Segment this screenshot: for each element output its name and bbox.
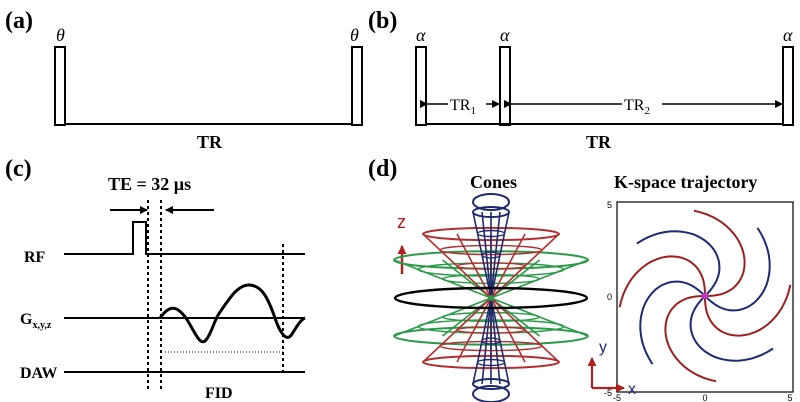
- tick-y-top: 5: [607, 200, 612, 210]
- tr2-label: TR2: [624, 97, 650, 117]
- panel-b: (b) α α α TR1 TR2 TR: [368, 8, 794, 152]
- panel-c-label: (c): [5, 156, 32, 182]
- panel-d: (d) Cones K-space trajectory z 5 0 -5 -5…: [368, 156, 794, 402]
- cone-line-green-upper-1: [442, 259, 492, 299]
- rf-pulse-b3: [782, 46, 794, 126]
- panel-a: (a) θ θ TR: [5, 8, 363, 152]
- cones-title: Cones: [470, 172, 517, 192]
- gradient-waveform: [158, 283, 306, 344]
- kspace-center-point: [702, 293, 708, 299]
- tr2-label-bg: [622, 95, 662, 115]
- cone-ring-navy-lower-1: [476, 358, 506, 367]
- x-axis-label: x: [628, 381, 636, 398]
- tick-y-mid: 0: [607, 292, 612, 302]
- cone-line-navy-upper-1: [481, 211, 492, 299]
- te-label: TE = 32 µs: [108, 174, 191, 194]
- rf-pulse-right: [351, 46, 363, 126]
- tick-y-bottom: -5: [604, 388, 612, 398]
- cone-line-navy-lower-3: [490, 297, 501, 385]
- kspace-spiral-arm-6: [704, 284, 792, 337]
- cone-ring-navy-upper-0: [481, 251, 501, 259]
- cone-cap-top: [472, 193, 510, 211]
- cone-line-green-lower-1: [442, 297, 492, 337]
- tr1-label-bg: [448, 95, 486, 115]
- tr-label-b: TR: [586, 132, 612, 152]
- kspace-title: K-space trajectory: [614, 172, 757, 192]
- tr-label-a: TR: [197, 132, 223, 152]
- theta-left-label: θ: [56, 25, 65, 45]
- panel-a-label: (a): [5, 8, 33, 34]
- cone-line-navy-upper-3: [490, 211, 501, 299]
- tick-x-mid: 0: [702, 393, 707, 402]
- kspace-spirals: [618, 209, 792, 383]
- kspace-spiral-arm-3: [639, 280, 706, 365]
- rf-pulse-b1: [415, 46, 427, 126]
- cone-ring-navy-lower-0: [481, 337, 501, 345]
- kspace-spiral-arm-1: [636, 230, 721, 297]
- tick-x-right: 5: [787, 393, 792, 402]
- cone-line-green-upper-3: [490, 259, 540, 299]
- cones-drawing: [393, 193, 589, 402]
- rf-label: RF: [24, 249, 46, 266]
- gradient-label: Gx,y,z: [20, 311, 52, 331]
- rf-waveform: [64, 221, 305, 255]
- alpha-2-label: α: [500, 25, 510, 45]
- alpha-1-label: α: [416, 25, 426, 45]
- panel-b-label: (b): [368, 8, 397, 34]
- cone-center-point: [488, 295, 494, 301]
- daw-label: DAW: [20, 365, 57, 382]
- rf-pulse-b2: [499, 46, 511, 126]
- tick-x-left: -5: [613, 393, 621, 402]
- kspace-spiral-arm-5: [689, 295, 774, 362]
- fid-label: FID: [205, 385, 233, 402]
- cone-equator-disc: [393, 286, 589, 310]
- cone-ring-navy-upper-1: [476, 229, 506, 238]
- z-axis-label: z: [397, 212, 406, 232]
- panel-c: (c) TE = 32 µs RF Gx,y,z DAW FID: [5, 156, 306, 402]
- kspace-spiral-arm-7: [704, 227, 771, 312]
- y-axis-label: y: [599, 339, 607, 356]
- cone-line-navy-lower-1: [481, 297, 492, 385]
- kspace-spiral-arm-0: [693, 209, 746, 297]
- alpha-3-label: α: [783, 25, 793, 45]
- tr1-label: TR1: [450, 97, 476, 117]
- rf-pulse-left: [54, 46, 66, 126]
- cone-line-green-lower-3: [490, 297, 540, 337]
- cone-cap-bottom: [472, 385, 510, 402]
- kspace-spiral-arm-4: [664, 295, 717, 383]
- theta-right-label: θ: [350, 25, 359, 45]
- kspace-spiral-arm-2: [618, 255, 706, 308]
- panel-d-label: (d): [368, 156, 397, 182]
